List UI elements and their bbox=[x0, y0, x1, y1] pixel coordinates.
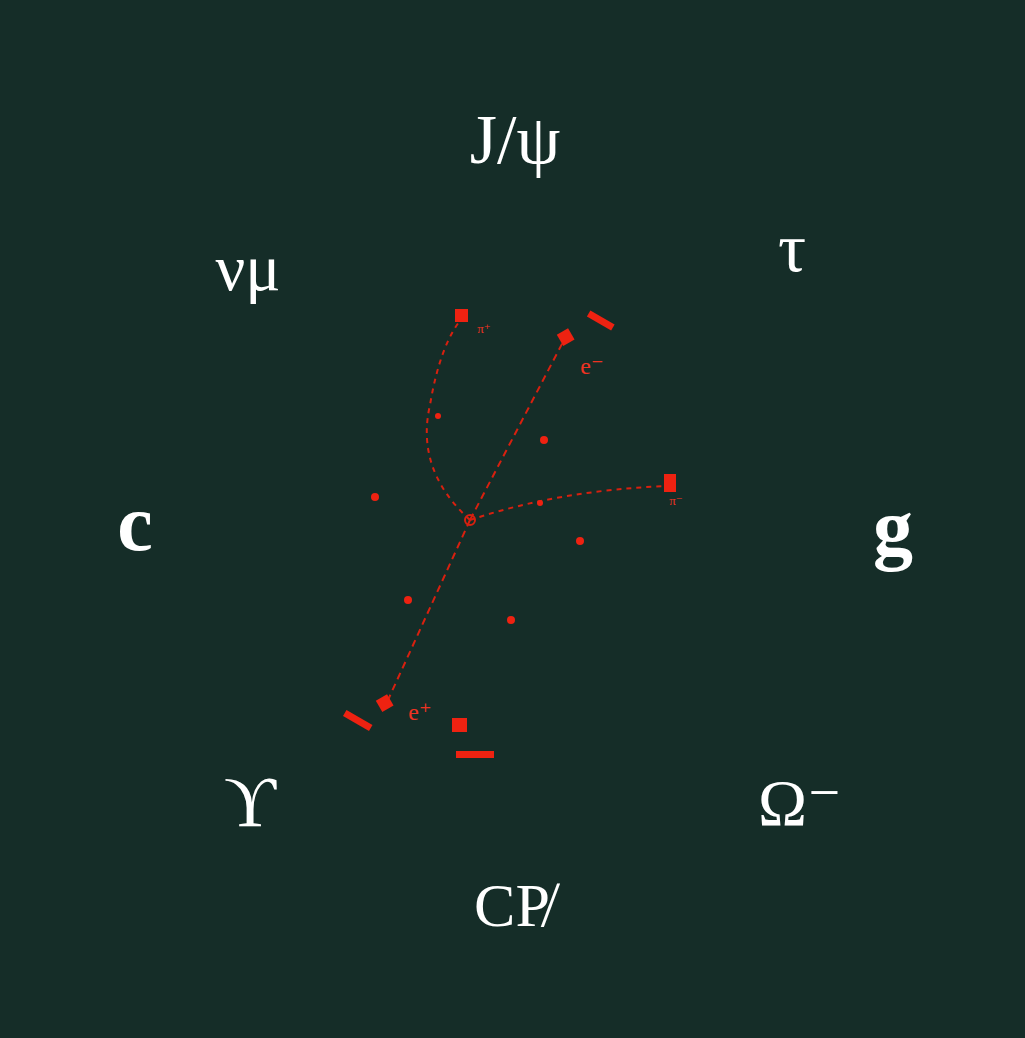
particle-symbol: g bbox=[873, 488, 913, 568]
hit-marker bbox=[452, 718, 467, 732]
particle-symbol: νμ bbox=[215, 235, 280, 301]
hit-marker bbox=[455, 309, 468, 322]
hit-dot bbox=[507, 616, 515, 624]
particle-symbol: J/ψ bbox=[470, 105, 561, 175]
calorimeter-hit bbox=[456, 751, 494, 758]
hit-dot bbox=[435, 413, 441, 419]
track-label: e⁻ bbox=[580, 354, 603, 378]
track-label: π⁺ bbox=[477, 322, 490, 335]
track-label: π⁻ bbox=[669, 494, 682, 507]
hit-dot bbox=[537, 500, 543, 506]
hit-marker bbox=[376, 694, 394, 712]
hit-dot bbox=[540, 436, 548, 444]
pion-track bbox=[427, 318, 470, 520]
hit-marker bbox=[664, 474, 676, 492]
particle-symbol: CP̸ bbox=[474, 874, 550, 936]
track-label: e⁺ bbox=[408, 700, 431, 724]
hit-dot bbox=[576, 537, 584, 545]
hit-dot bbox=[404, 596, 412, 604]
particle-symbol: c bbox=[117, 483, 153, 563]
outer-octagon: J/ψ τ gΩ⁻ CP̸ ϒc νμ π⁺ e⁻ π⁻ e⁺ bbox=[15, 15, 1010, 1025]
electron-track bbox=[470, 342, 563, 520]
particle-symbol: Ω⁻ bbox=[758, 770, 842, 836]
particle-symbol: τ bbox=[778, 213, 806, 283]
calorimeter-hit bbox=[587, 310, 615, 330]
octagon-outline bbox=[237, 240, 805, 810]
calorimeter-hit bbox=[343, 710, 372, 731]
hit-dot bbox=[371, 493, 379, 501]
detector-octagon: π⁺ e⁻ π⁻ e⁺ bbox=[237, 240, 805, 810]
hit-marker bbox=[557, 328, 575, 346]
positron-track bbox=[388, 520, 470, 700]
pion-track bbox=[470, 486, 668, 520]
particle-symbol: ϒ bbox=[224, 766, 276, 838]
vertex-marker bbox=[465, 515, 475, 525]
